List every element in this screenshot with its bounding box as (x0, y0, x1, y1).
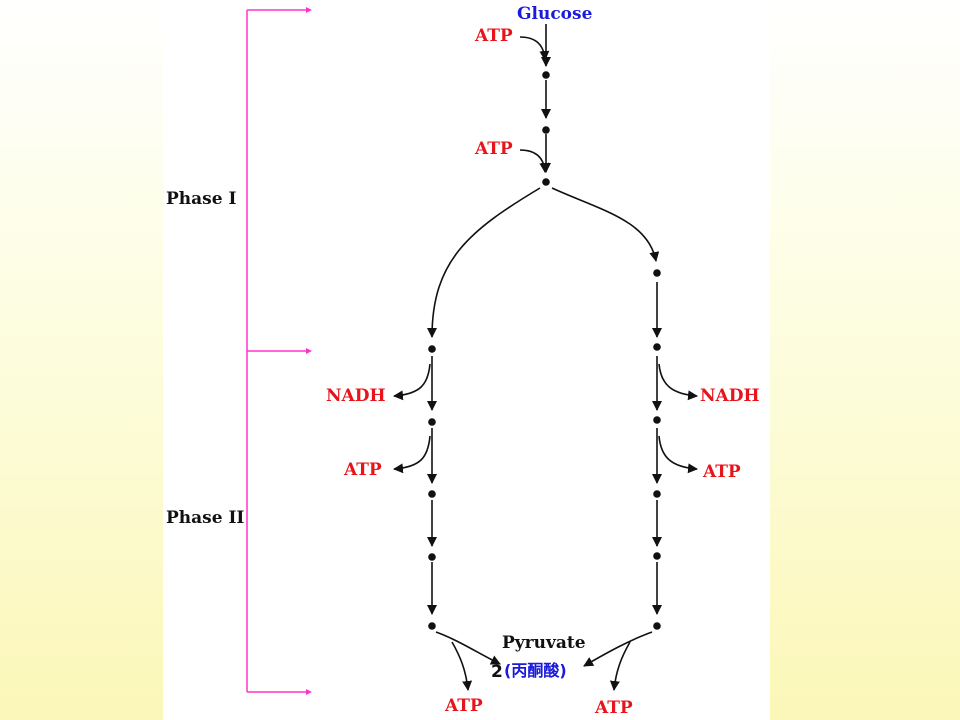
phase-1-label: Phase I (166, 189, 236, 209)
glucose-label: Glucose (517, 4, 593, 24)
phase-bracket (246, 7, 312, 695)
pyruvate-count: 2 (491, 662, 503, 682)
diagram-panel (163, 0, 770, 720)
nadh-output-left: NADH (326, 386, 386, 406)
right-branch-pathway (583, 282, 698, 691)
atp-output-right-1: ATP (702, 462, 741, 482)
atp-input-1: ATP (474, 26, 513, 46)
atp-output-left-1: ATP (343, 460, 382, 480)
left-branch-pathway (393, 356, 501, 691)
phase-1-intermediates (542, 71, 550, 186)
atp-output-right-2: ATP (594, 698, 633, 718)
left-branch-intermediates (428, 345, 436, 630)
pyruvate-label: Pyruvate (502, 633, 586, 653)
phase-1-pathway (427, 24, 660, 338)
atp-output-left-2: ATP (444, 696, 483, 716)
right-branch-intermediates (653, 269, 661, 630)
atp-input-2: ATP (474, 139, 513, 159)
nadh-output-right: NADH (700, 386, 760, 406)
pyruvate-chinese-label: (丙酮酸) (504, 661, 567, 680)
phase-2-label: Phase II (166, 508, 244, 528)
